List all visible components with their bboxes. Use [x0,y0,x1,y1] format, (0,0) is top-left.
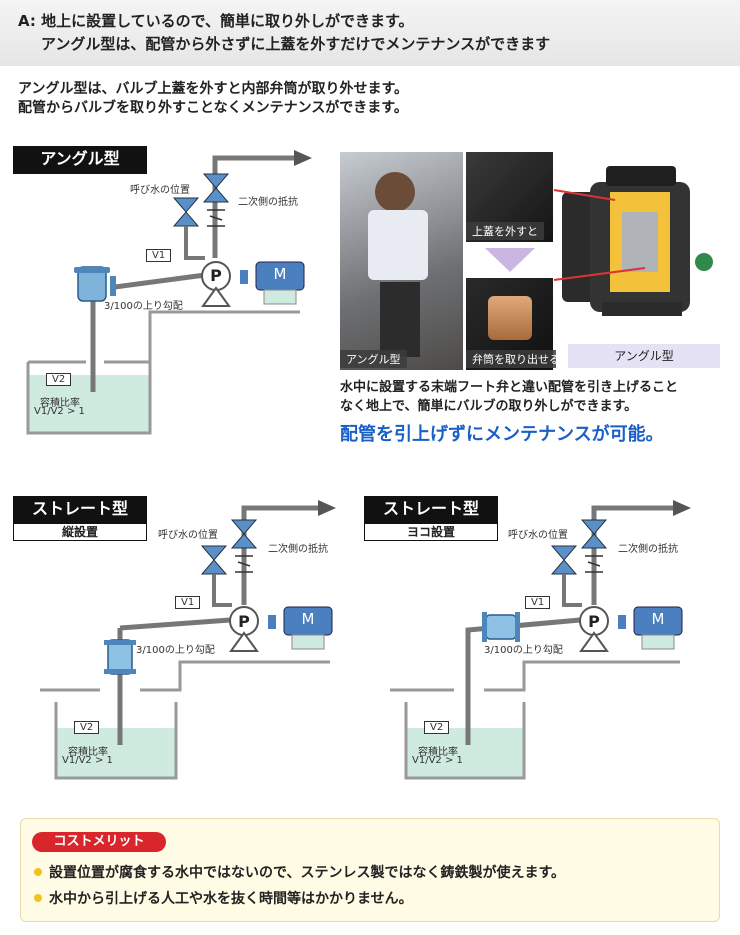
sh-pump-label: P [588,612,600,631]
intro-line-2: 配管からバルブを取り外すことなくメンテナンスができます。 [18,100,408,116]
brass-cylinder [488,296,532,340]
sh-resistance-label: 二次側の抵抗 [618,544,678,555]
angle-ratio-label: 容積比率 [40,398,80,409]
angle-resistance-label: 二次側の抵抗 [238,197,298,208]
callout-lines [553,189,646,281]
straight-vertical-diagram [40,500,336,780]
lid-removed-photo: 上蓋を外すと [466,152,553,242]
angle-slope-label: 3/100の上り勾配 [104,301,183,312]
sh-slope-label: 3/100の上り勾配 [484,645,563,656]
photo-caption-3: 弁筒を取り出せる [466,350,566,368]
worker-shirt [368,210,428,280]
straight-vertical-sub: 縦設置 [13,523,147,541]
valve-body-photo [380,282,420,357]
header-line-2: アングル型は、配管から外さずに上蓋を外すだけでメンテナンスができます [41,35,551,53]
angle-type-diagram [26,150,312,435]
angle-type-label: アングル型 [13,146,147,174]
maintenance-photo: アングル型 [340,152,463,370]
sh-priming-label: 呼び水の位置 [508,530,568,541]
sv-v2-label: V2 [74,721,100,734]
angle-highlight: 配管を引上げずにメンテナンスが可能。 [340,424,664,445]
angle-desc-line-1: 水中に設置する末端フート弁と違い配管を引き上げること [340,380,679,395]
angle-v2-label: V2 [46,373,72,386]
sv-resistance-label: 二次側の抵抗 [268,544,328,555]
cost-merit-item: 水中から引上げる人工や水を抜く時間等はかかりません。 [34,888,413,908]
sh-ratio: V1/V2 > 1 [412,755,463,766]
sh-v2-label: V2 [424,721,450,734]
angle-ratio: V1/V2 > 1 [34,406,85,417]
sv-priming-label: 呼び水の位置 [158,530,218,541]
photo-caption-1: アングル型 [340,350,407,368]
sv-ratio-label: 容積比率 [68,747,108,758]
straight-horizontal-diagram [390,500,691,780]
sv-v1-label: V1 [175,596,201,609]
worker-figure [375,172,415,212]
sv-ratio: V1/V2 > 1 [62,755,113,766]
cost-merit-title: コストメリット [32,832,166,852]
sh-v1-label: V1 [525,596,551,609]
angle-motor-label: M [273,265,287,283]
sh-motor-label: M [651,610,665,628]
answer-header: A: 地上に設置しているので、簡単に取り外しができます。 アングル型は、配管から… [0,0,740,66]
sv-slope-label: 3/100の上り勾配 [136,645,215,656]
sv-motor-label: M [301,610,315,628]
straight-vertical-label: ストレート型 [13,496,147,524]
header-line-1: A: 地上に設置しているので、簡単に取り外しができます。 [18,12,414,30]
photo-caption-2: 上蓋を外すと [466,222,544,240]
angle-priming-label: 呼び水の位置 [130,185,190,196]
angle-v1-label: V1 [146,249,172,262]
cost-merit-item: 設置位置が腐食する水中ではないので、ステンレス製ではなく鋳鉄製が使えます。 [34,862,565,882]
down-arrow-icon [485,248,535,272]
angle-pump-label: P [210,266,222,285]
intro-line-1: アングル型は、バルブ上蓋を外すと内部弁筒が取り外せます。 [18,81,409,97]
photo-caption-4: アングル型 [568,344,720,368]
sh-ratio-label: 容積比率 [418,747,458,758]
straight-horizontal-sub: ヨコ設置 [364,523,498,541]
sv-pump-label: P [238,612,250,631]
angle-desc-line-2: なく地上で、簡単にバルブの取り外しができます。 [340,399,638,414]
straight-horizontal-label: ストレート型 [364,496,498,524]
cylinder-photo: 弁筒を取り出せる [466,278,566,370]
